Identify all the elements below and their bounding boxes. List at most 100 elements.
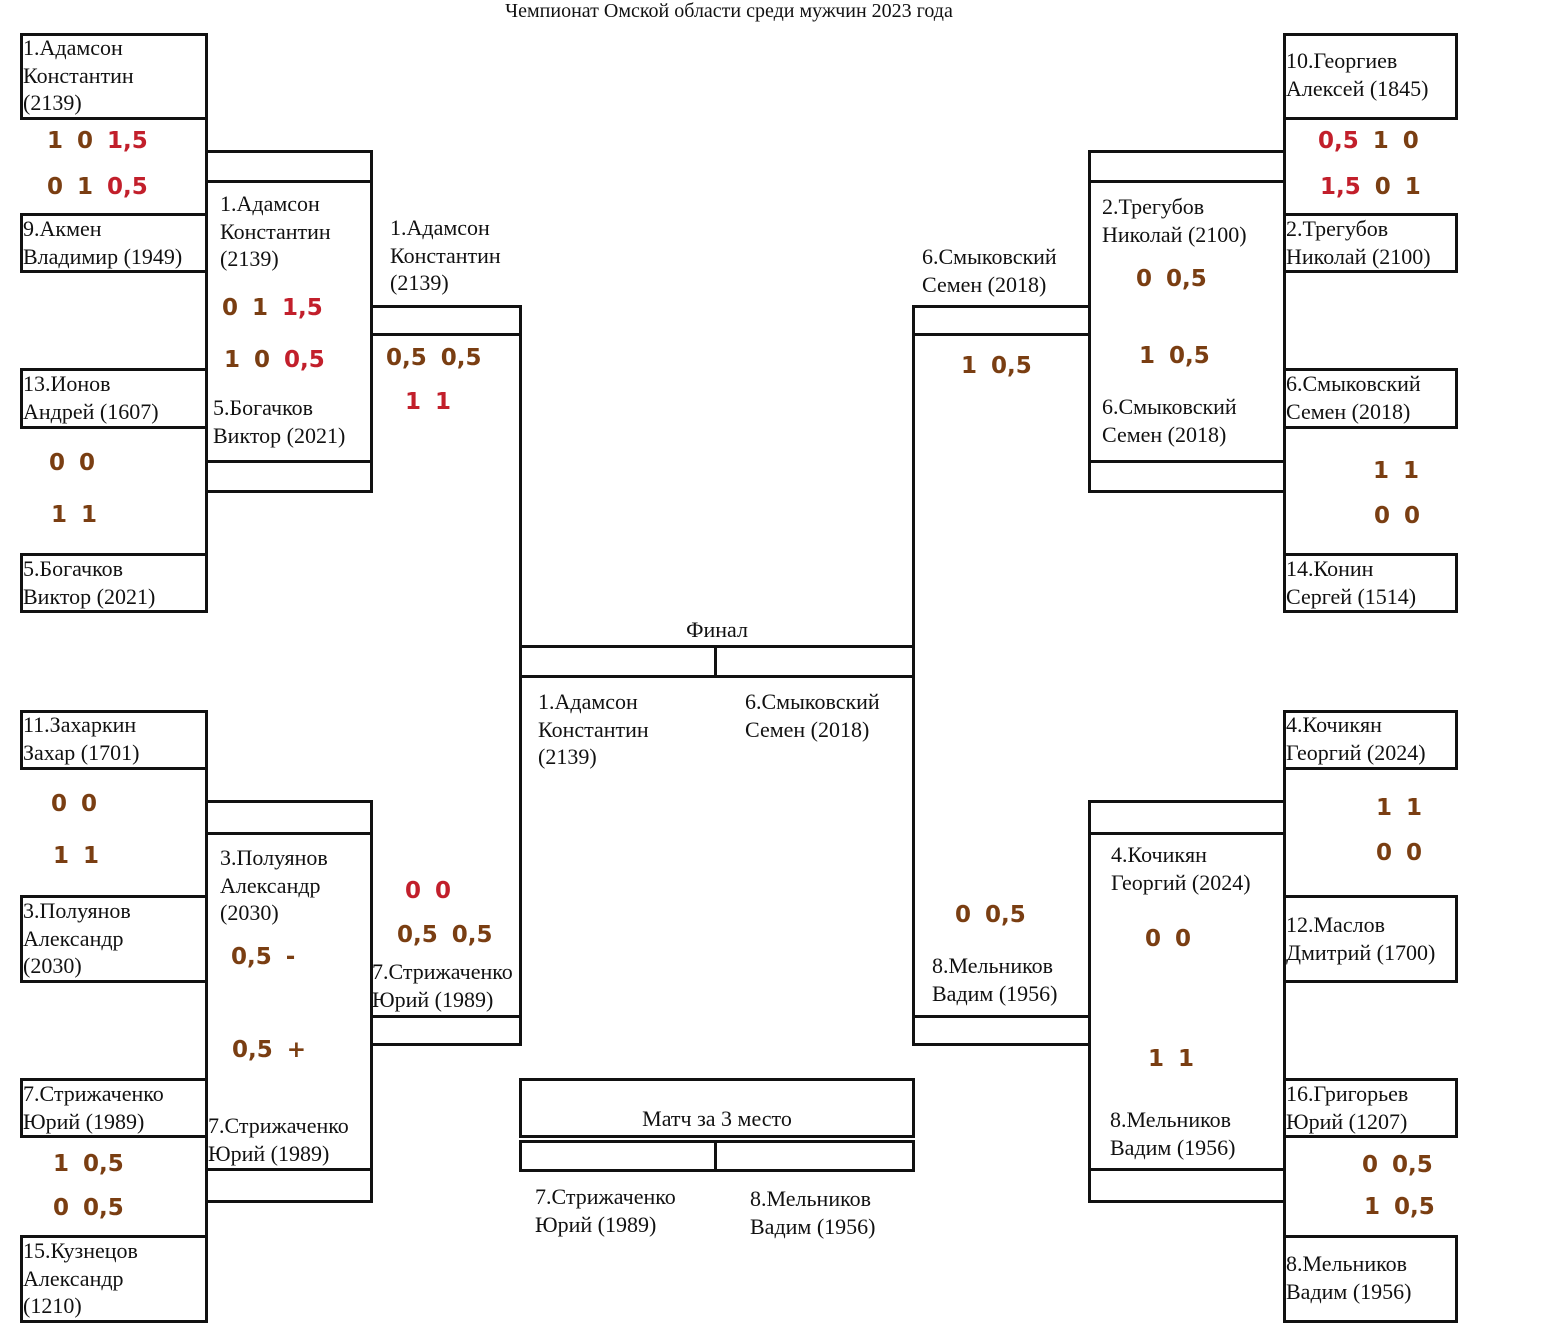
player-name: 13.Ионов Андрей (1607) — [23, 371, 159, 424]
page-title: Чемпионат Омской области среди мужчин 20… — [505, 0, 953, 22]
score-value: 0,5 — [440, 345, 482, 371]
player-name: 5.Богачков Виктор (2021) — [213, 395, 346, 448]
connector-line — [205, 710, 208, 1323]
third-place-label: Матч за 3 место — [642, 1106, 792, 1131]
player-name: 1.Адамсон Константин (2139) — [220, 191, 331, 271]
player-name: 7.Стрижаченко Юрий (1989) — [208, 1113, 349, 1166]
score-value: 1 — [1178, 1046, 1195, 1072]
player-name: 5.Богачков Виктор (2021) — [23, 556, 156, 609]
score-value: 1 — [1148, 1046, 1165, 1072]
score-value: 1 — [77, 174, 94, 200]
score-value: 0 — [79, 450, 96, 476]
connector-bar — [370, 1015, 522, 1046]
score-value: 0 — [1374, 503, 1391, 529]
score-value: 0,5 — [1169, 343, 1210, 369]
score-value: 0 — [1175, 926, 1192, 952]
player-name: 4.Кочикян Георгий (2024) — [1111, 842, 1251, 895]
third-place-player: 7.Стрижаченко Юрий (1989) — [535, 1184, 676, 1237]
score-value: 0 — [1136, 266, 1153, 292]
score-row: 0,5+ — [232, 1037, 320, 1063]
score-value: 0,5 — [1166, 266, 1207, 292]
player-name: 14.Конин Сергей (1514) — [1286, 556, 1417, 609]
score-value: 1 — [1139, 343, 1156, 369]
score-value: 1 — [435, 389, 452, 415]
score-value: 0 — [1404, 503, 1421, 529]
player-name: 11.Захаркин Захар (1701) — [23, 712, 140, 765]
player-name: 2.Трегубов Николай (2100) — [1102, 194, 1247, 247]
score-value: 0,5 — [83, 1151, 124, 1177]
score-value: 1 — [83, 843, 100, 869]
connector-line — [205, 33, 208, 613]
score-value: 1 — [1404, 174, 1421, 200]
score-value: + — [286, 1037, 307, 1063]
connector-bar — [1088, 150, 1286, 183]
score-value: 1 — [961, 353, 978, 379]
score-value: 1 — [1376, 795, 1393, 821]
player-name: 6.Смыковский Семен (2018) — [922, 244, 1057, 297]
connector-bar — [1088, 460, 1286, 493]
player-name: 10.Георгиев Алексей (1845) — [1286, 48, 1429, 101]
player-name: 7.Стрижаченко Юрий (1989) — [372, 959, 513, 1012]
score-value: 0,5 — [991, 353, 1032, 379]
score-value: 1,5 — [282, 295, 323, 321]
score-value: 0 — [1362, 1152, 1379, 1178]
player-name: 8.Мельников Вадим (1956) — [1286, 1251, 1412, 1304]
connector-bar — [205, 150, 373, 183]
score-value: 0 — [1406, 840, 1423, 866]
score-value: 1 — [252, 295, 269, 321]
final-label: Финал — [686, 617, 748, 642]
score-value: 0,5 — [1318, 128, 1359, 154]
score-value: 0 — [955, 902, 972, 928]
score-value: 1 — [1373, 458, 1390, 484]
score-value: 0,5 — [451, 922, 493, 948]
score-value: - — [285, 944, 296, 970]
connector-line — [1088, 800, 1091, 1203]
third-place-divider — [714, 1140, 717, 1172]
score-value: 1 — [47, 128, 64, 154]
score-value: 0 — [47, 174, 64, 200]
final-bar — [519, 645, 915, 678]
score-value: 1 — [51, 502, 68, 528]
player-name: 4.Кочикян Георгий (2024) — [1286, 712, 1426, 765]
score-value: 1,5 — [107, 128, 148, 154]
finalist-name: 1.Адамсон Константин (2139) — [538, 689, 649, 769]
score-value: 0,5 — [1392, 1152, 1433, 1178]
player-name: 6.Смыковский Семен (2018) — [1286, 371, 1421, 424]
score-value: 0,5 — [107, 174, 148, 200]
connector-line — [1283, 710, 1286, 1323]
connector-line — [1283, 33, 1286, 613]
score-value: 1 — [224, 347, 241, 373]
score-value: 1 — [405, 389, 422, 415]
score-value: 1 — [53, 1151, 70, 1177]
score-value: 1 — [1403, 458, 1420, 484]
finalist-name: 6.Смыковский Семен (2018) — [745, 689, 880, 742]
score-value: 0 — [254, 347, 271, 373]
score-value: 0 — [51, 791, 68, 817]
score-value: 0 — [1145, 926, 1162, 952]
score-value: 0 — [77, 128, 94, 154]
player-name: 16.Григорьев Юрий (1207) — [1286, 1081, 1409, 1134]
connector-bar — [205, 460, 373, 493]
score-value: 1 — [53, 843, 70, 869]
connector-bar — [1088, 800, 1286, 835]
player-name: 2.Трегубов Николай (2100) — [1286, 216, 1431, 269]
score-value: 0 — [435, 878, 452, 904]
